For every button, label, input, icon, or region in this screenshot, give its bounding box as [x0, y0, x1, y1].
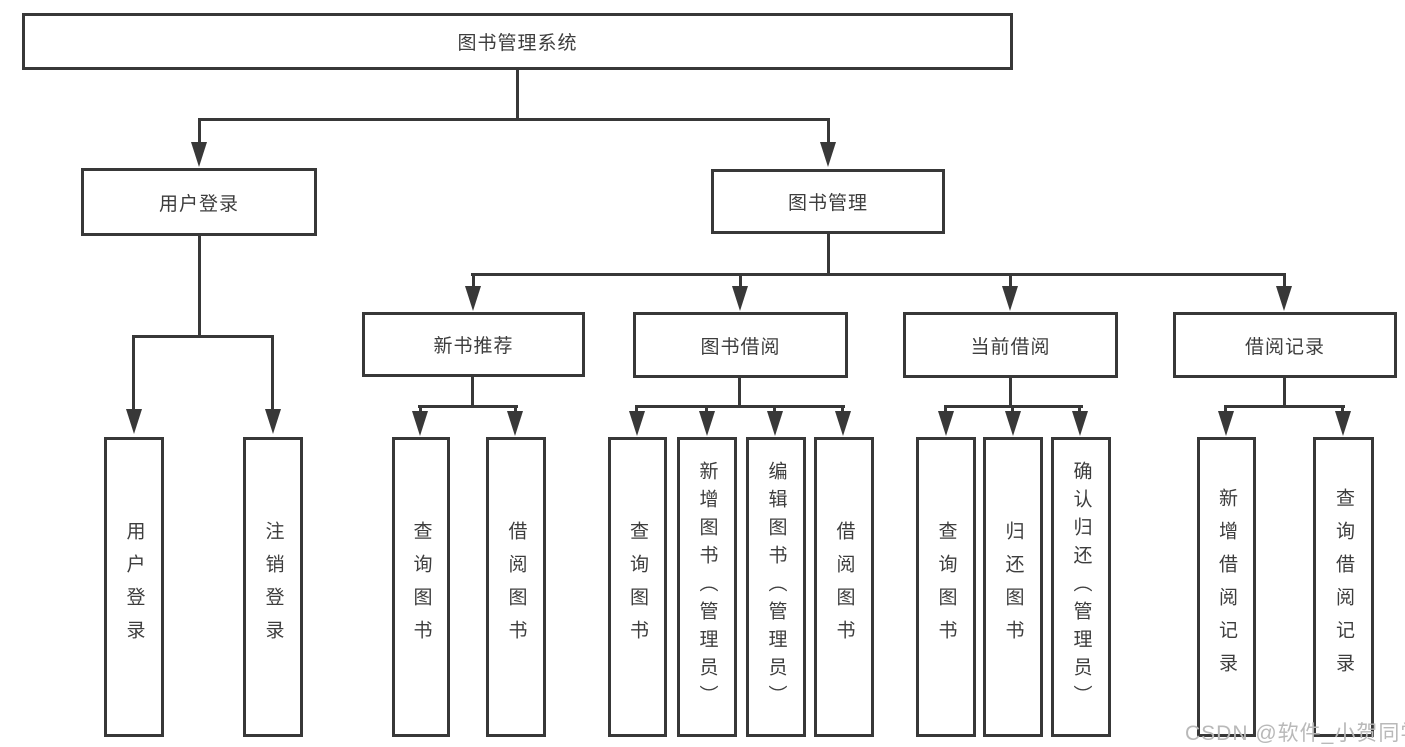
connector-line	[198, 235, 201, 338]
arrow-down-icon	[265, 409, 281, 434]
leaf-add-borrow-record-label: 新增借阅记录	[1216, 488, 1237, 686]
leaf-logout-label: 注销登录	[262, 521, 284, 653]
connector-line	[738, 378, 741, 408]
arrow-down-icon	[767, 411, 783, 436]
leaf-query-book-2-label: 查询图书	[627, 521, 648, 653]
leaf-return-book: 归还图书	[983, 437, 1043, 737]
connector-line	[1224, 405, 1227, 413]
leaf-query-book-3-label: 查询图书	[935, 521, 957, 653]
node-borrow-record: 借阅记录	[1173, 312, 1397, 378]
connector-line	[827, 233, 830, 276]
connector-line	[516, 69, 519, 119]
connector-line	[418, 405, 518, 408]
arrow-down-icon	[1218, 411, 1234, 436]
leaf-edit-book-admin: 编辑图书（管理员）	[746, 437, 806, 737]
connector-line	[1011, 405, 1014, 413]
arrow-down-icon	[699, 411, 715, 436]
node-book-borrow-label: 图书借阅	[700, 336, 781, 358]
connector-line	[472, 273, 475, 288]
connector-line	[419, 405, 422, 413]
node-root: 图书管理系统	[22, 13, 1013, 70]
node-book-management-label: 图书管理	[787, 193, 868, 214]
node-new-book-recommend: 新书推荐	[362, 312, 585, 377]
arrow-down-icon	[938, 411, 954, 436]
connector-line	[1283, 273, 1286, 288]
connector-line	[739, 273, 742, 288]
connector-line	[1009, 273, 1012, 288]
leaf-query-book-1: 查询图书	[392, 437, 450, 737]
connector-line	[705, 405, 708, 413]
node-current-borrow-label: 当前借阅	[970, 336, 1051, 358]
arrow-down-icon	[732, 286, 748, 311]
connector-line	[635, 405, 638, 413]
node-book-management: 图书管理	[711, 169, 945, 234]
leaf-query-borrow-record-label: 查询借阅记录	[1333, 488, 1354, 686]
connector-line	[471, 377, 474, 408]
connector-line	[198, 118, 830, 121]
leaf-query-book-3: 查询图书	[916, 437, 976, 737]
arrow-down-icon	[412, 411, 428, 436]
node-root-label: 图书管理系统	[457, 33, 578, 54]
connector-line	[1224, 405, 1345, 408]
connector-line	[471, 273, 1286, 276]
arrow-down-icon	[465, 286, 481, 311]
connector-line	[827, 118, 830, 144]
arrow-down-icon	[1072, 411, 1088, 436]
arrow-down-icon	[1005, 411, 1021, 436]
node-user-login: 用户登录	[81, 168, 317, 236]
leaf-add-book-admin-label: 新增图书（管理员）	[696, 461, 718, 713]
node-book-borrow: 图书借阅	[633, 312, 848, 378]
leaf-query-borrow-record: 查询借阅记录	[1313, 437, 1374, 737]
node-new-book-recommend-label: 新书推荐	[433, 336, 514, 357]
leaf-add-book-admin: 新增图书（管理员）	[677, 437, 737, 737]
arrow-down-icon	[507, 411, 523, 436]
connector-line	[1078, 405, 1081, 413]
connector-line	[271, 335, 274, 411]
leaf-edit-book-admin-label: 编辑图书（管理员）	[765, 461, 787, 713]
node-borrow-record-label: 借阅记录	[1244, 336, 1325, 358]
leaf-borrow-book-2-label: 借阅图书	[833, 521, 855, 653]
node-current-borrow: 当前借阅	[903, 312, 1118, 378]
arrow-down-icon	[1335, 411, 1351, 436]
csdn-watermark: CSDN @软件_小贺同学	[1185, 722, 1405, 745]
connector-line	[773, 405, 776, 413]
leaf-borrow-book-1: 借阅图书	[486, 437, 546, 737]
arrow-down-icon	[1276, 286, 1292, 311]
connector-line	[198, 118, 201, 144]
connector-line	[635, 405, 845, 408]
leaf-query-book-1-label: 查询图书	[410, 521, 432, 653]
arrow-down-icon	[126, 409, 142, 434]
arrow-down-icon	[191, 142, 207, 167]
connector-line	[132, 335, 135, 411]
arrow-down-icon	[629, 411, 645, 436]
connector-line	[841, 405, 844, 413]
node-user-login-label: 用户登录	[158, 193, 239, 215]
connector-line	[944, 405, 947, 413]
leaf-user-login: 用户登录	[104, 437, 164, 737]
leaf-return-book-label: 归还图书	[1002, 521, 1024, 653]
connector-line	[1341, 405, 1344, 413]
connector-line	[1283, 378, 1286, 408]
leaf-user-login-label: 用户登录	[123, 521, 145, 653]
leaf-confirm-return-admin-label: 确认归还（管理员）	[1070, 461, 1092, 713]
leaf-borrow-book-1-label: 借阅图书	[505, 521, 527, 653]
connector-line	[514, 405, 517, 413]
arrow-down-icon	[1002, 286, 1018, 311]
arrow-down-icon	[820, 142, 836, 167]
leaf-logout: 注销登录	[243, 437, 303, 737]
leaf-add-borrow-record: 新增借阅记录	[1197, 437, 1256, 737]
arrow-down-icon	[835, 411, 851, 436]
connector-line	[132, 335, 274, 338]
connector-line	[1009, 378, 1012, 408]
leaf-query-book-2: 查询图书	[608, 437, 667, 737]
leaf-borrow-book-2: 借阅图书	[814, 437, 874, 737]
leaf-confirm-return-admin: 确认归还（管理员）	[1051, 437, 1111, 737]
